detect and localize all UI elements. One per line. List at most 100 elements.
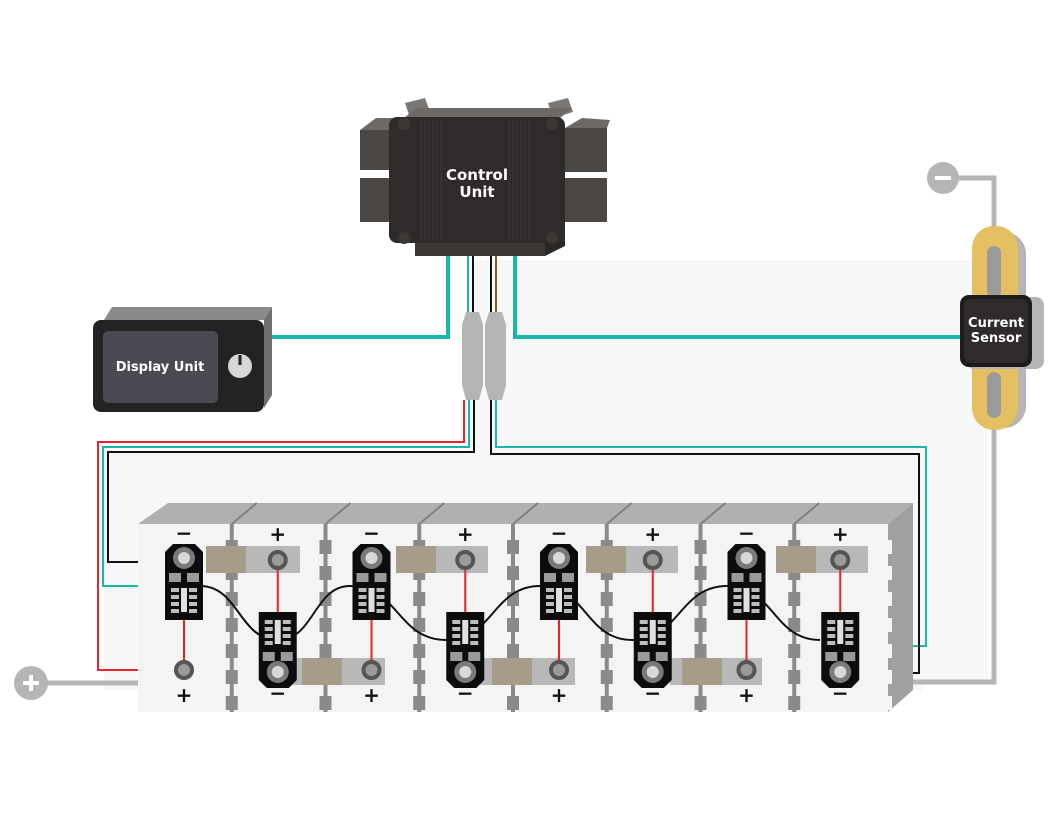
- board-pin: [189, 595, 197, 599]
- cell-divider-notch: [225, 644, 238, 658]
- board-switch: [837, 620, 844, 644]
- board-chip: [637, 652, 650, 661]
- board-pin: [657, 620, 666, 624]
- cell-divider-notch: [600, 592, 613, 606]
- board-switch: [462, 620, 469, 644]
- board-pin: [358, 609, 367, 613]
- cell-divider-notch: [413, 618, 426, 632]
- board-switch: [181, 588, 187, 612]
- cell-divider-top: [606, 502, 633, 525]
- board-pin: [470, 634, 479, 638]
- knob-icon[interactable]: [228, 354, 252, 378]
- board-chip: [169, 573, 181, 582]
- board-pin: [845, 641, 854, 645]
- pack-side-notch: [884, 644, 892, 658]
- cell-divider-notch: [600, 644, 613, 658]
- current-sensor[interactable]: Current Sensor: [960, 226, 1044, 430]
- board-pin: [171, 588, 179, 592]
- control-unit-fins: [420, 120, 530, 240]
- terminal-ring: [174, 660, 194, 680]
- cell-divider-notch: [413, 696, 426, 710]
- cell-monitor-board: [821, 612, 860, 688]
- board-pin: [657, 634, 666, 638]
- cell-divider-notch: [413, 670, 426, 684]
- board-pin: [358, 588, 367, 592]
- busbar-insulator: [206, 546, 246, 573]
- board-pin: [845, 620, 854, 624]
- cell-monitor-board: [258, 612, 297, 688]
- board-switch: [743, 588, 750, 612]
- board-pin: [751, 602, 760, 606]
- monitor-boards: [165, 544, 860, 688]
- board-pin: [657, 627, 666, 631]
- pack-side-notch: [884, 566, 892, 580]
- board-pin: [546, 588, 554, 592]
- current-sensor-label-1: Current: [968, 316, 1024, 331]
- board-terminal-hole: [834, 666, 847, 678]
- cell-divider-notch: [319, 540, 332, 554]
- pack-side-notch: [884, 670, 892, 684]
- cell-divider-notch: [319, 696, 332, 710]
- board-chip: [825, 652, 838, 661]
- board-pin: [827, 627, 836, 631]
- board-pin: [171, 595, 179, 599]
- cell-divider-notch: [788, 696, 801, 710]
- board-pin: [639, 627, 648, 631]
- cell-divider-notch: [225, 592, 238, 606]
- cell-monitor-board: [165, 544, 203, 620]
- board-pin: [827, 620, 836, 624]
- board-pin: [733, 595, 742, 599]
- board-switch: [649, 620, 656, 644]
- comm-wires: [270, 256, 962, 339]
- board-pin: [733, 609, 742, 613]
- terminal-ring: [830, 550, 851, 570]
- pack-negative-terminal: [927, 162, 959, 194]
- board-pin: [733, 588, 742, 592]
- polarity-label-top: +: [832, 522, 849, 546]
- board-chip: [655, 652, 668, 661]
- polarity-label-bottom: −: [269, 681, 286, 705]
- cell-divider-notch: [694, 696, 707, 710]
- cell-divider-notch: [507, 696, 519, 710]
- cell-divider-notch: [694, 540, 707, 554]
- board-pin: [171, 609, 179, 613]
- board-pin: [470, 620, 479, 624]
- cell-monitor-board: [727, 544, 766, 620]
- board-chip: [468, 652, 481, 661]
- cell-divider-top: [699, 502, 727, 525]
- pack-side-notch: [884, 618, 892, 632]
- busbar-insulator: [586, 546, 626, 573]
- cell-monitor-board: [540, 544, 578, 620]
- control-unit-label-2: Unit: [459, 183, 494, 201]
- board-switch: [368, 588, 375, 612]
- cell-monitor-board: [633, 612, 672, 688]
- board-chip: [843, 652, 856, 661]
- control-unit-label-1: Control: [446, 166, 508, 184]
- board-pin: [751, 595, 760, 599]
- cell-divider-top: [793, 502, 820, 525]
- cell-divider-top: [418, 502, 445, 525]
- display-unit-label: Display Unit: [116, 360, 205, 375]
- board-pin: [470, 627, 479, 631]
- board-pin: [376, 588, 385, 592]
- board-pin: [452, 634, 461, 638]
- cell-divider-notch: [319, 566, 332, 580]
- cell-divider-top: [512, 502, 539, 525]
- terminal-ring: [361, 660, 382, 680]
- board-pin: [452, 620, 461, 624]
- cell-divider-notch: [600, 670, 613, 684]
- board-pin: [751, 588, 760, 592]
- board-terminal-hole: [740, 552, 753, 564]
- display-unit[interactable]: Display Unit: [93, 307, 272, 412]
- board-terminal-hole: [365, 552, 378, 564]
- board-pin: [546, 602, 554, 606]
- board-pin: [171, 602, 179, 606]
- board-pin: [639, 620, 648, 624]
- busbar-insulator: [776, 546, 816, 573]
- control-unit[interactable]: Control Unit: [360, 98, 610, 256]
- board-switch: [274, 620, 281, 644]
- cell-divider-notch: [225, 618, 238, 632]
- polarity-label-top: −: [551, 521, 568, 545]
- board-pin: [264, 641, 273, 645]
- cell-divider-notch: [507, 618, 519, 632]
